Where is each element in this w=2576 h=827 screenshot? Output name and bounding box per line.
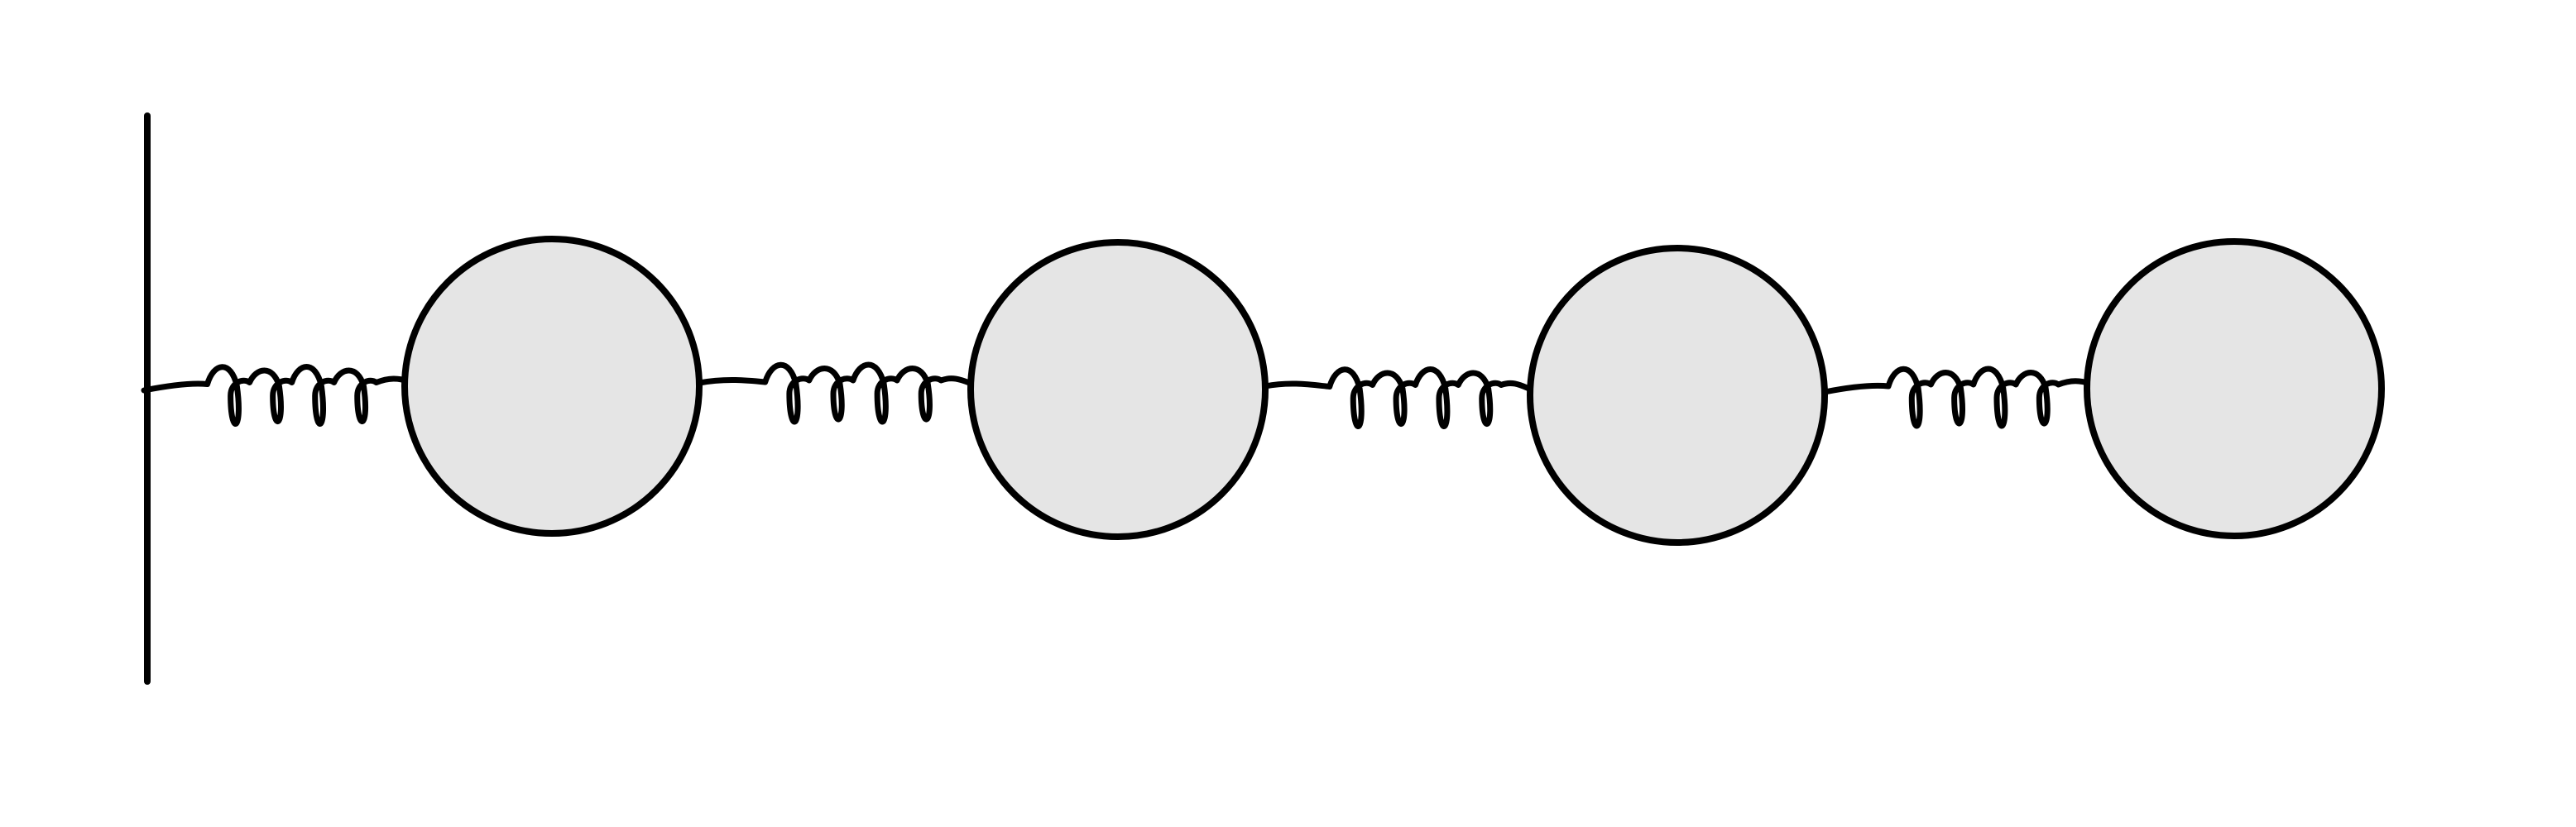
diagram-layer — [141, 112, 2385, 685]
mass-4 — [2084, 238, 2385, 539]
spring-2 — [696, 361, 977, 425]
mass-3 — [1527, 245, 1828, 546]
spring-4 — [1821, 366, 2094, 429]
mass-1 — [401, 236, 703, 537]
spring-3 — [1262, 366, 1537, 429]
spring-1 — [141, 364, 411, 427]
mass-2 — [967, 239, 1269, 540]
